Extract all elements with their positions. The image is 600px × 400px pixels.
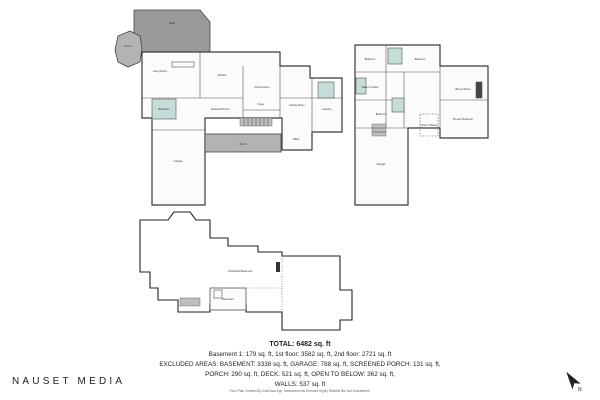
walls-area: WALLS: 537 sq. ft xyxy=(274,381,326,388)
stairs-second xyxy=(371,123,387,137)
room-label-bedroom-3: Bedroom xyxy=(376,112,387,116)
room-label-deck: Deck xyxy=(169,21,176,25)
porch-front-area xyxy=(204,133,282,153)
room-label-kitchen: Kitchen xyxy=(218,73,227,77)
brand-logo: NAUSET MEDIA xyxy=(12,376,126,387)
deck-area xyxy=(133,9,211,56)
first-floor: Deck Porch Living Room Kitch xyxy=(114,9,343,206)
room-label-foyer: Foyer xyxy=(258,102,265,106)
open-to-below-area xyxy=(419,113,439,137)
total-area: TOTAL: 6482 sq. ft xyxy=(269,341,331,348)
room-label-office: Office xyxy=(293,137,300,141)
room-label-bedroom-1: Bedroom xyxy=(365,57,376,61)
porch-top-area xyxy=(114,30,143,68)
north-label: N xyxy=(578,387,582,392)
floor-plan: Deck Porch Living Room Kitch xyxy=(114,9,489,331)
room-label-primary-bedroom: Primary Bedroom xyxy=(453,117,473,121)
excluded-areas-2: PORCH: 290 sq. ft, DECK: 521 sq. ft, OPE… xyxy=(205,371,395,378)
room-label-family: Family Room xyxy=(289,103,304,107)
room-label-porch-front: Porch xyxy=(240,142,247,146)
bath-area-4 xyxy=(355,77,367,95)
room-label-bath: Bathroom xyxy=(158,107,169,111)
area-summary: TOTAL: 6482 sq. ft Basement 1: 179 sq. f… xyxy=(150,340,450,390)
room-label-porch-top: Porch xyxy=(125,44,132,48)
basement-outline xyxy=(139,211,353,331)
floor-areas: Basement 1: 179 sq. ft, 1st floor: 3582 … xyxy=(208,351,392,358)
room-label-bonus: Bonus Room xyxy=(456,87,471,91)
bath-area-2 xyxy=(317,81,335,99)
north-arrow-icon: N xyxy=(566,371,582,392)
room-label-bedroom-2: Bedroom xyxy=(415,57,426,61)
basement-pillar xyxy=(276,262,280,272)
room-label-living: Living Room xyxy=(153,69,167,73)
room-label-garage: Garage xyxy=(174,159,183,163)
disclaimer-text: Floor Plan Created By CubiCasa App. Meas… xyxy=(229,389,371,393)
bath-area-5 xyxy=(391,97,405,113)
stairs-first xyxy=(239,117,273,127)
room-label-laundry: Laundry xyxy=(322,107,332,111)
room-label-open-to-below: Open to Below xyxy=(420,123,437,127)
room-label-walk-in-closet: Walk-In Closet xyxy=(362,85,379,89)
first-floor-outline xyxy=(141,51,343,206)
bath-area-3 xyxy=(387,47,403,65)
room-label-dining: Dining Room xyxy=(255,85,270,89)
room-label-storage: Storage xyxy=(376,162,386,166)
room-label-screened-porch: Screened Porch xyxy=(211,107,230,111)
room-label-basement: Basement xyxy=(222,297,234,301)
second-floor-outline xyxy=(354,44,489,206)
basement: Unfinished Basement Basement xyxy=(139,211,353,331)
room-label-unfinished: Unfinished Basement xyxy=(228,269,253,273)
bath-area-1 xyxy=(151,98,177,120)
basement-room xyxy=(209,287,247,311)
excluded-areas: EXCLUDED AREAS: BASEMENT: 3338 sq. ft, G… xyxy=(159,361,441,368)
second-floor: Bedroom Bedroom Bonus Room Primary Bedro… xyxy=(354,44,489,206)
